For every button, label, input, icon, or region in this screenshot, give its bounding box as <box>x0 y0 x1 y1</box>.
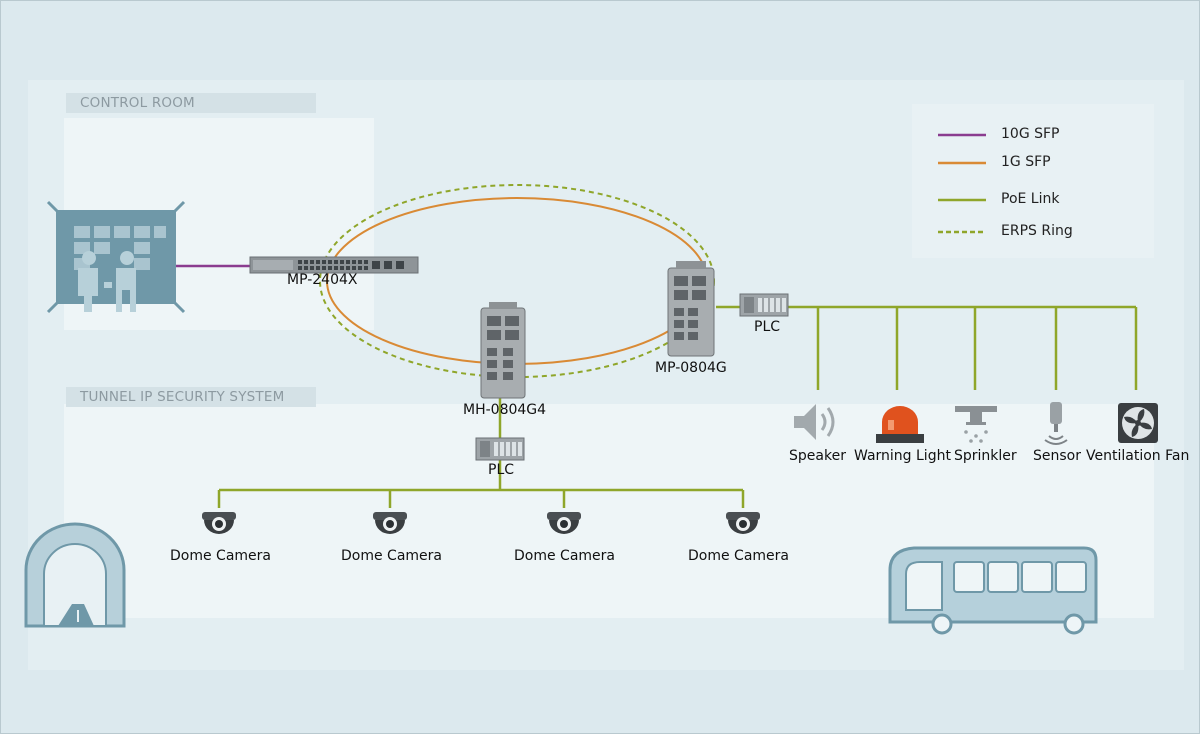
warning-light-icon <box>876 406 924 443</box>
dome-camera-icon <box>547 512 581 534</box>
legend-1g-label: 1G SFP <box>1001 154 1051 170</box>
sprinkler-icon <box>955 406 997 443</box>
camera-label: Dome Camera <box>170 548 271 564</box>
legend-erps-label: ERPS Ring <box>1001 223 1073 239</box>
ventilation-fan-icon <box>1118 403 1158 443</box>
plc-bottom-label: PLC <box>488 462 515 478</box>
camera-label: Dome Camera <box>514 548 615 564</box>
plc-bottom-icon <box>475 437 525 461</box>
operator-workstation-icon <box>46 200 186 314</box>
mp-0804g-label: MP-0804G <box>655 360 727 376</box>
sprinkler-label: Sprinkler <box>954 448 1017 464</box>
mh-0804g4-switch-icon <box>480 302 526 399</box>
legend-10g-label: 10G SFP <box>1001 126 1060 142</box>
mh-0804g4-label: MH-0804G4 <box>463 402 547 418</box>
speaker-label: Speaker <box>789 448 846 464</box>
camera-label: Dome Camera <box>688 548 789 564</box>
tunnel-icon <box>24 522 126 628</box>
legend-poe-label: PoE Link <box>1001 191 1060 207</box>
dome-camera-icon <box>373 512 407 534</box>
plc-right-icon <box>739 293 789 317</box>
speaker-icon <box>794 404 835 440</box>
bus-icon <box>888 546 1098 635</box>
sensor-icon <box>1044 402 1068 445</box>
camera-label: Dome Camera <box>341 548 442 564</box>
control-room-label: CONTROL ROOM <box>66 93 316 113</box>
tunnel-system-label: TUNNEL IP SECURITY SYSTEM <box>66 387 316 407</box>
plc-right-label: PLC <box>754 319 781 335</box>
legend-panel <box>912 104 1154 258</box>
mp-2404x-switch-icon <box>249 256 419 274</box>
ventilation-fan-label: Ventilation Fan <box>1086 448 1190 464</box>
mp-0804g-switch-icon <box>667 261 715 357</box>
warning-light-label: Warning Light <box>854 448 951 464</box>
sensor-label: Sensor <box>1033 448 1081 464</box>
legend-lines <box>938 133 986 234</box>
mp-2404x-label: MP-2404X <box>287 272 358 288</box>
dome-camera-icon <box>202 512 236 534</box>
dome-camera-icon <box>726 512 760 534</box>
